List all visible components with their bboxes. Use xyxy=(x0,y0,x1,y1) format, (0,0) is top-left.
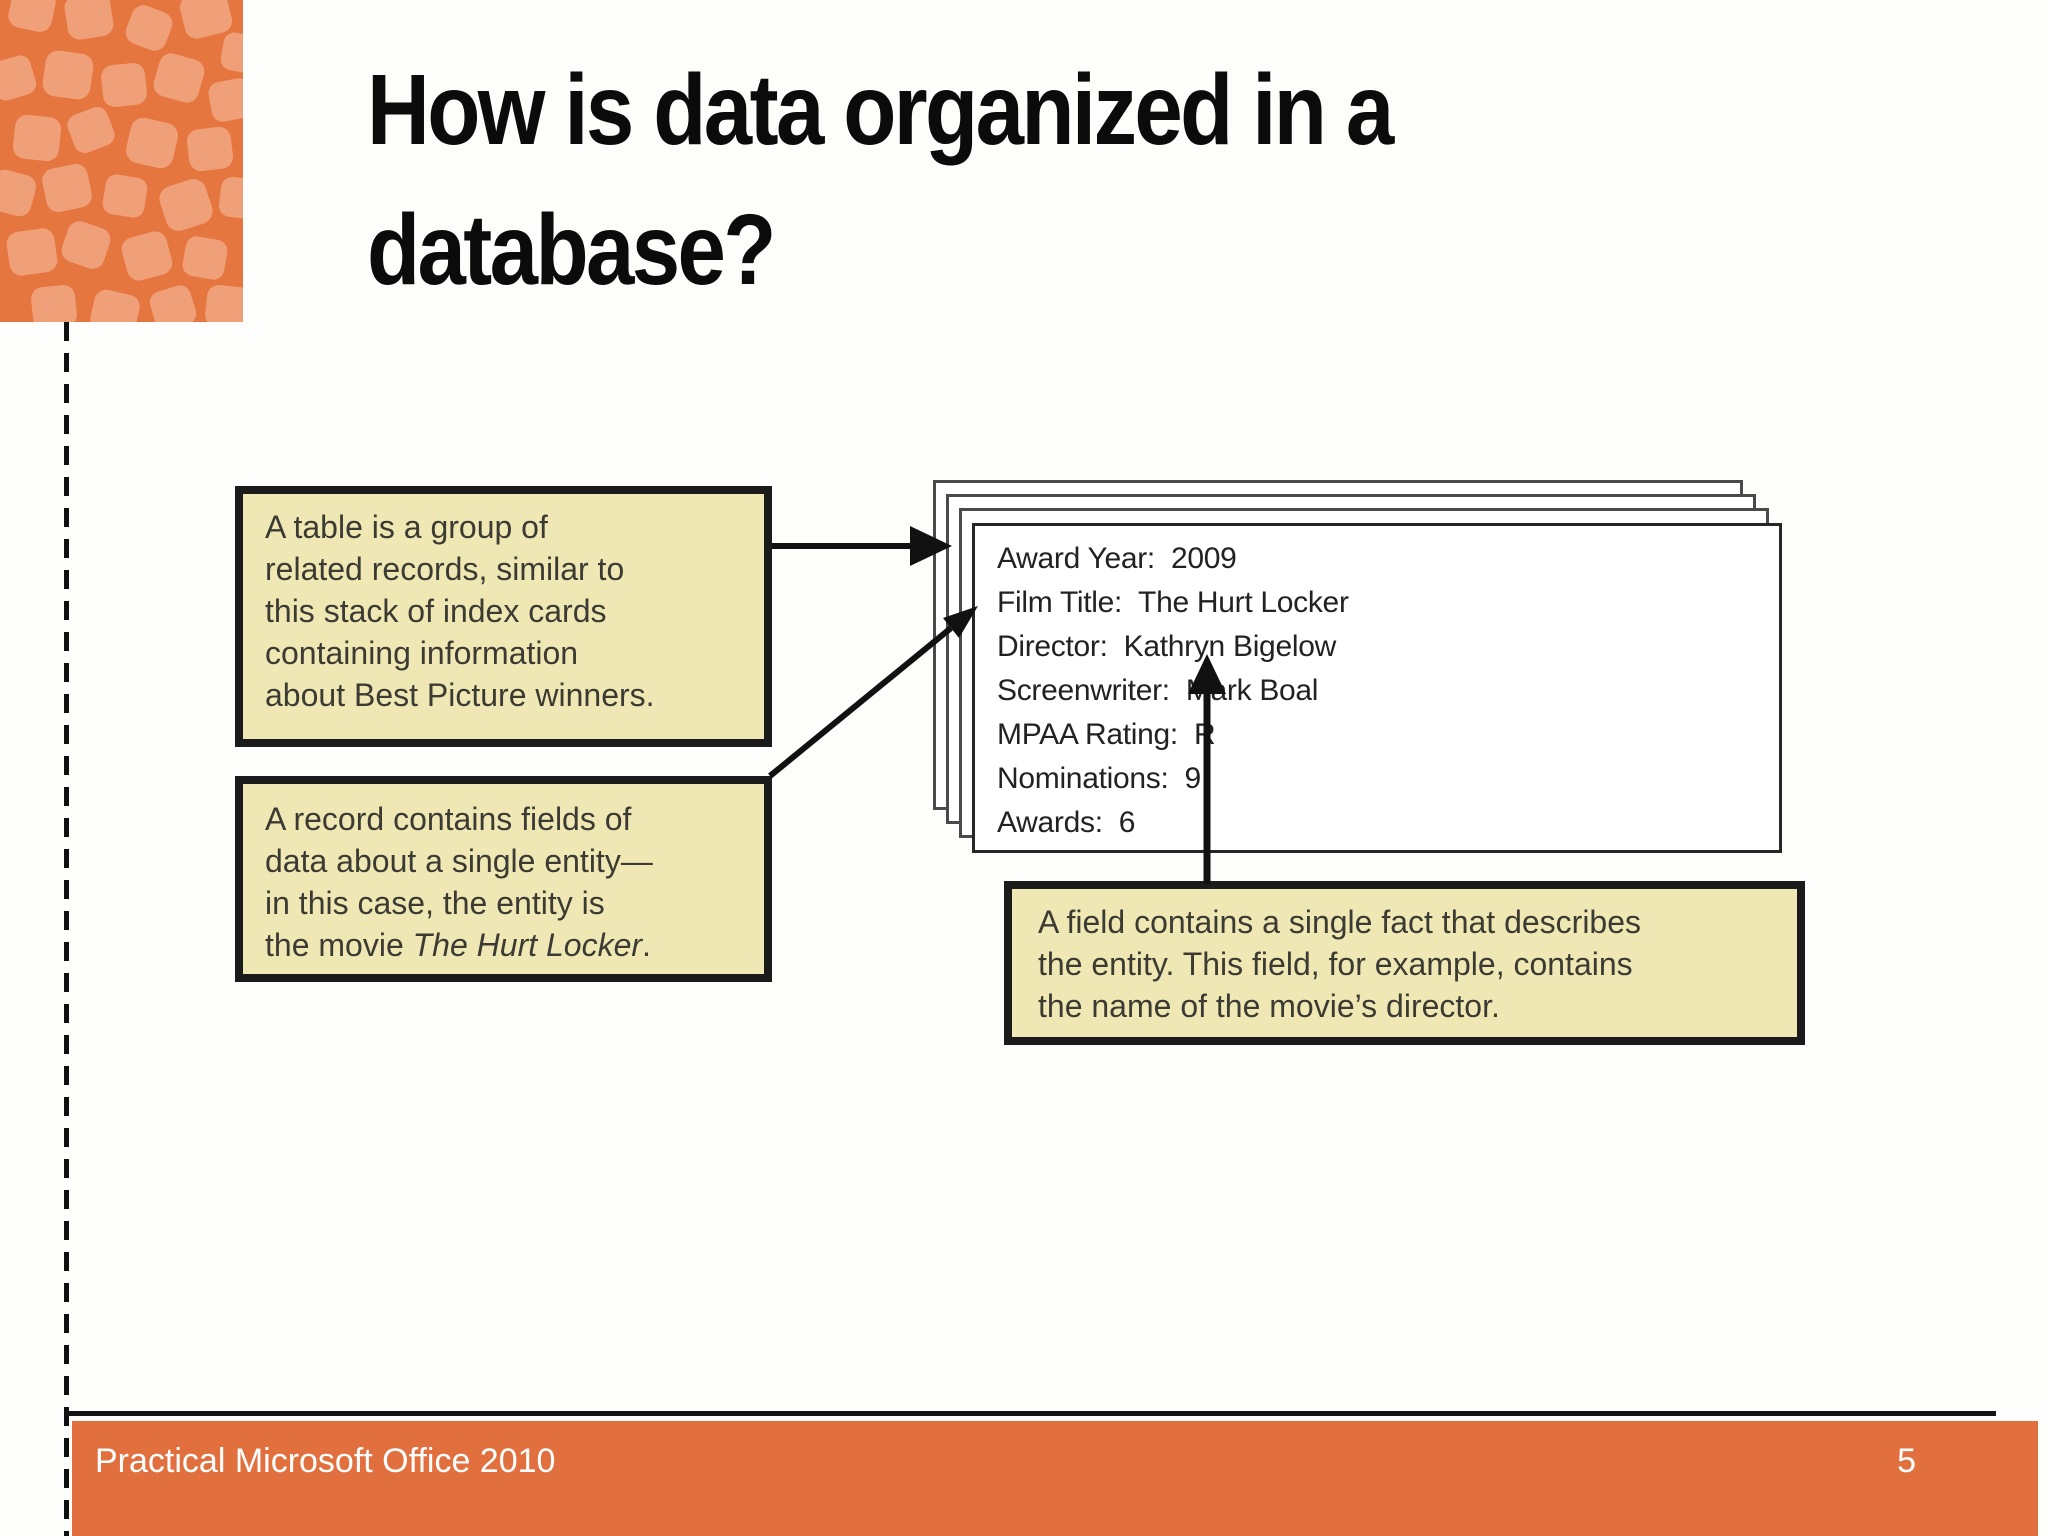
record-callout-line: the movie The Hurt Locker. xyxy=(265,924,742,966)
field-value: R xyxy=(1193,718,1216,751)
record-callout-text: . xyxy=(642,927,651,963)
table-callout-line: containing information xyxy=(265,635,579,671)
card-field-row: Awards: 6 xyxy=(997,801,1771,845)
card-field-row: Nominations: 9 xyxy=(997,757,1771,801)
card-field-row: Screenwriter: Mark Boal xyxy=(997,669,1771,713)
table-callout-line: this stack of index cards xyxy=(265,593,607,629)
record-callout-line: data about a single entity— xyxy=(265,843,653,879)
table-callout-line: about Best Picture winners. xyxy=(265,677,655,713)
table-callout-line: A table is a group of xyxy=(265,509,548,545)
field-label: MPAA Rating: xyxy=(997,718,1178,751)
record-callout: A record contains fields of data about a… xyxy=(235,776,772,982)
table-callout-line: related records, similar to xyxy=(265,551,625,587)
card-field-row: Director: Kathryn Bigelow xyxy=(997,625,1771,669)
record-callout-line: in this case, the entity is xyxy=(265,885,605,921)
footer-course-title: Practical Microsoft Office 2010 xyxy=(95,1442,556,1480)
field-value: Kathryn Bigelow xyxy=(1123,630,1337,663)
footer-bar: Practical Microsoft Office 2010 5 xyxy=(72,1421,2038,1536)
field-value: 9 xyxy=(1184,762,1201,795)
footer-page-number: 5 xyxy=(1897,1442,1916,1480)
pattern-blobs-graphic xyxy=(0,0,243,322)
table-callout: A table is a group of related records, s… xyxy=(235,486,772,747)
record-callout-line: A record contains fields of xyxy=(265,801,632,837)
index-card-front: Award Year: 2009 Film Title: The Hurt Lock… xyxy=(972,523,1782,853)
page-title: How is data organized in a database? xyxy=(367,40,1394,320)
field-value: 6 xyxy=(1118,806,1136,839)
field-value: 2009 xyxy=(1170,542,1237,575)
field-label: Screenwriter: xyxy=(997,674,1170,707)
title-line-1: How is data organized in a xyxy=(367,54,1394,166)
footer-divider-line xyxy=(66,1411,1996,1416)
field-label: Director: xyxy=(997,630,1108,663)
field-label: Nominations: xyxy=(997,762,1169,795)
field-callout: A field contains a single fact that desc… xyxy=(1004,881,1805,1045)
arrow-table-to-stack xyxy=(772,526,952,566)
card-field-row: Film Title: The Hurt Locker xyxy=(997,581,1771,625)
field-label: Awards: xyxy=(997,806,1103,839)
field-value: Mark Boal xyxy=(1185,674,1319,707)
card-field-row: Award Year: 2009 xyxy=(997,537,1771,581)
field-callout-line: the name of the movie’s director. xyxy=(1038,988,1500,1024)
corner-pattern-decoration xyxy=(0,0,243,322)
record-callout-text: the movie xyxy=(265,927,413,963)
movie-title-italic: The Hurt Locker xyxy=(412,927,643,963)
field-value: The Hurt Locker xyxy=(1138,586,1349,619)
field-label: Film Title: xyxy=(997,586,1123,619)
margin-dashed-line xyxy=(64,322,69,1536)
card-field-row: MPAA Rating: R xyxy=(997,713,1771,757)
field-label: Award Year: xyxy=(997,542,1155,575)
field-callout-line: A field contains a single fact that desc… xyxy=(1038,904,1642,940)
index-card-fields: Award Year: 2009 Film Title: The Hurt Lock… xyxy=(997,537,1771,845)
title-line-2: database? xyxy=(367,194,776,306)
field-callout-line: the entity. This field, for example, con… xyxy=(1038,946,1633,982)
